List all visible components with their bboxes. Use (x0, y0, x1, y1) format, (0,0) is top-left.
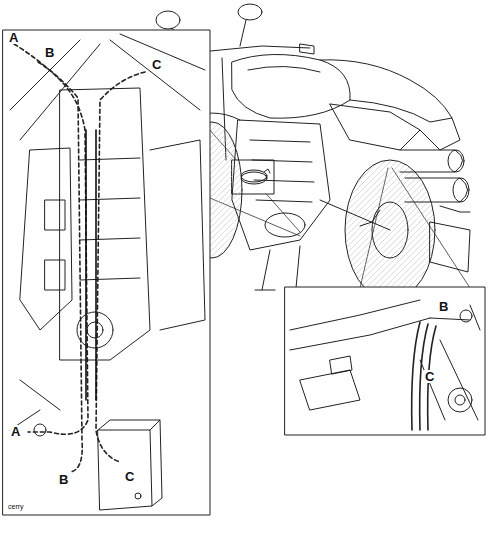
clip-icon (241, 169, 270, 184)
callout-letter: A (8, 31, 19, 44)
callout-letter: B (44, 46, 55, 59)
cable-routes (14, 44, 145, 472)
callout-letter: B (58, 473, 69, 486)
callout-letter: C (151, 58, 162, 71)
frame-detail (290, 300, 480, 430)
callout-letter: B (438, 300, 449, 313)
callout-letter: C (124, 470, 135, 483)
engine-detail (10, 34, 205, 510)
callout-letter: A (10, 425, 21, 438)
figure-code: cerry (7, 503, 25, 510)
callout-letter: C (424, 370, 435, 383)
